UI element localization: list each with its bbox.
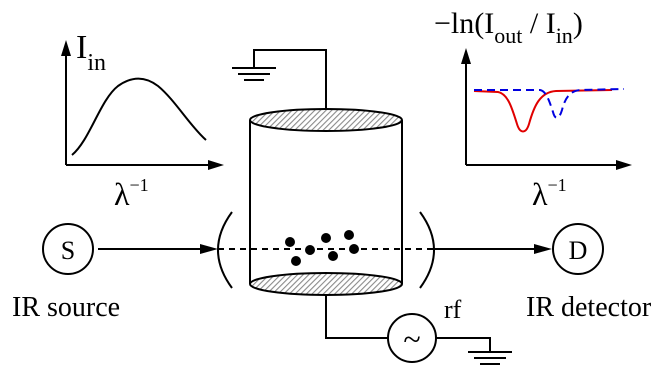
- input-intensity-symbol: I: [76, 29, 87, 66]
- input-spectrum-curve: [71, 77, 207, 156]
- ir-source: S IR source: [12, 223, 120, 323]
- absorbance-plot: −ln(Iout / Iin) λ−1: [434, 7, 632, 212]
- trap-cylinder: [249, 108, 403, 296]
- cylinder-top-plate: [249, 108, 403, 132]
- input-plot-x-arrowhead: [208, 160, 224, 170]
- absorbance-plot-lambda-exponent: −1: [548, 175, 567, 195]
- absorbance-out-subscript: out: [494, 23, 522, 48]
- detector-symbol: D: [569, 236, 588, 265]
- input-plot-y-arrowhead: [61, 40, 71, 56]
- top-ground-wire: [253, 49, 327, 112]
- ion-dots-icon: [285, 230, 359, 266]
- absorbance-in-subscript: in: [556, 23, 573, 48]
- detector-circle: [552, 223, 604, 275]
- source-circle: [42, 223, 94, 275]
- source-symbol: S: [61, 236, 75, 265]
- absorbance-suffix: ): [573, 7, 583, 40]
- top-ground-connection: [232, 49, 327, 112]
- absorbance-curve-red: [473, 89, 613, 133]
- rf-circuit: ~ rf: [325, 295, 512, 365]
- rf-label: rf: [444, 295, 462, 324]
- input-plot-lambda: λ: [114, 176, 130, 212]
- ir-beam: [98, 244, 552, 254]
- ground-symbol-icon: [232, 67, 276, 81]
- source-caption: IR source: [12, 292, 120, 323]
- cylinder-bottom-plate: [249, 272, 403, 296]
- rf-wire-left: [325, 295, 388, 339]
- rf-symbol: ~: [403, 321, 420, 357]
- absorbance-divider: / I: [522, 7, 555, 40]
- input-plot-lambda-exponent: −1: [130, 175, 149, 195]
- detector-caption: IR detector: [526, 292, 652, 323]
- input-intensity-subscript: in: [87, 50, 106, 76]
- input-intensity-label: Iin: [76, 29, 106, 76]
- absorbance-plot-x-label: λ−1: [532, 175, 567, 212]
- ground-symbol-icon: [468, 351, 512, 365]
- absorbance-plot-y-arrowhead: [461, 48, 471, 64]
- absorbance-prefix: −ln(I: [434, 7, 494, 40]
- beam-entry-arrowhead: [200, 244, 218, 254]
- absorbance-plot-x-arrowhead: [616, 160, 632, 170]
- input-plot-x-label: λ−1: [114, 175, 149, 212]
- rf-wire-right: [436, 337, 491, 352]
- absorbance-label: −ln(Iout / Iin): [434, 7, 583, 48]
- beam-detector-arrowhead: [534, 244, 552, 254]
- input-spectrum-plot: Iin λ−1: [61, 29, 224, 212]
- ir-detector: D IR detector: [526, 223, 652, 323]
- absorbance-plot-lambda: λ: [532, 176, 548, 212]
